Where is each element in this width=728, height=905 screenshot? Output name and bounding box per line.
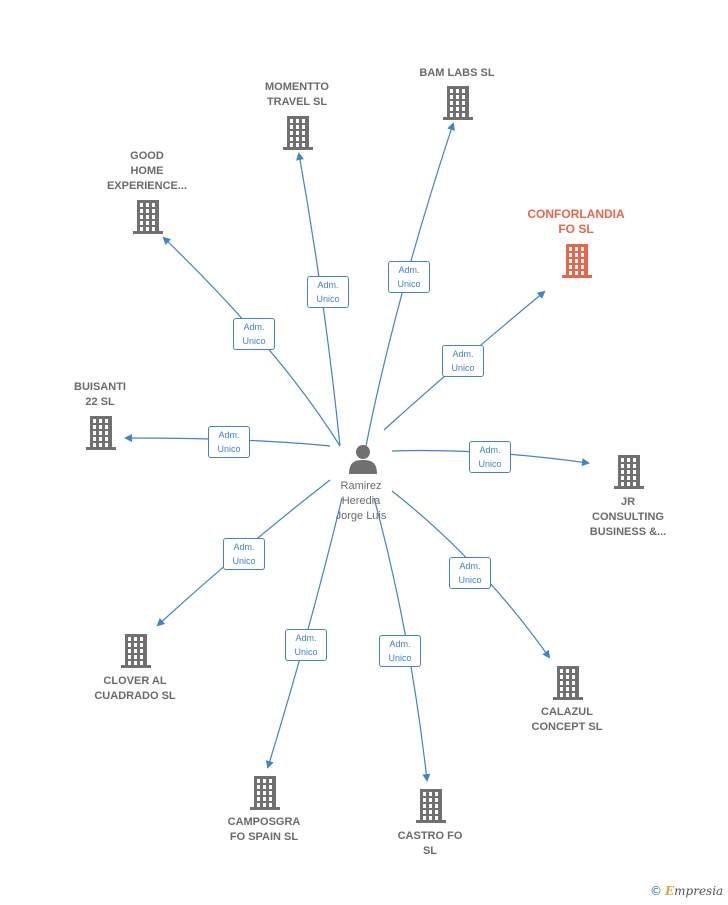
company-label-camposgrafo[interactable]: CAMPOSGRA FO SPAIN SL — [228, 815, 301, 845]
role-badge-good-home[interactable]: Adm. Unico — [233, 318, 275, 350]
building-icon[interactable] — [614, 455, 644, 489]
company-name-line: CLOVER AL — [103, 675, 167, 687]
role-text: Unico — [217, 444, 241, 454]
center-name-line: Jorge Luis — [335, 510, 387, 522]
role-text: Adm. — [479, 445, 501, 455]
role-text: Adm. — [218, 430, 240, 440]
role-text: Adm. — [233, 542, 255, 552]
role-text: Unico — [397, 279, 421, 289]
company-name-line: FO SL — [558, 222, 594, 236]
role-badge-camposgrafo[interactable]: Adm. Unico — [285, 629, 327, 661]
company-name-line: EXPERIENCE... — [106, 180, 188, 192]
building-icon[interactable] — [416, 789, 446, 823]
company-name-line: MOMENTTO — [265, 81, 329, 93]
company-label-good-home[interactable]: GOOD HOME EXPERIENCE... — [107, 149, 187, 194]
role-text: Adm. — [452, 349, 474, 359]
role-text: Unico — [478, 459, 502, 469]
role-text: Adm. — [398, 265, 420, 275]
company-label-clover[interactable]: CLOVER AL CUADRADO SL — [94, 674, 175, 704]
role-text: Adm. — [317, 280, 339, 290]
company-label-buisanti[interactable]: BUISANTI 22 SL — [74, 380, 126, 410]
copyright-icon: © — [650, 884, 662, 898]
brand-initial: E — [665, 884, 675, 898]
role-text: Adm. — [459, 561, 481, 571]
empresia-brand[interactable]: ©Empresia — [650, 884, 723, 898]
person-icon — [349, 445, 377, 474]
role-text: Unico — [232, 556, 256, 566]
center-person-name[interactable]: Ramirez Heredia Jorge Luis — [336, 479, 387, 524]
company-name-line: HOME — [130, 165, 164, 177]
building-icon[interactable] — [121, 634, 151, 668]
company-name-line: BUISANTI — [74, 381, 126, 393]
role-badge-conforlandia[interactable]: Adm. Unico — [442, 345, 484, 377]
role-text: Unico — [242, 336, 266, 346]
role-badge-bam-labs[interactable]: Adm. Unico — [388, 261, 430, 293]
brand-name: mpresia — [674, 884, 724, 898]
role-badge-calazul[interactable]: Adm. Unico — [449, 557, 491, 589]
company-name-line: JR — [620, 496, 636, 508]
company-label-bam-labs[interactable]: BAM LABS SL — [419, 66, 494, 81]
company-label-calazul[interactable]: CALAZUL CONCEPT SL — [532, 705, 603, 735]
role-badge-buisanti[interactable]: Adm. Unico — [208, 426, 250, 458]
role-badge-castro-fo[interactable]: Adm. Unico — [379, 635, 421, 667]
role-text: Unico — [316, 294, 340, 304]
edge-castro-fo — [373, 497, 431, 782]
role-badge-clover[interactable]: Adm. Unico — [223, 538, 265, 570]
center-name-line: Ramirez — [340, 480, 382, 492]
building-icon[interactable] — [86, 416, 116, 450]
role-text: Adm. — [389, 639, 411, 649]
company-name-line: CAMPOSGRA — [227, 816, 301, 828]
company-name-line: GOOD — [130, 150, 164, 162]
role-badge-jr-consulting[interactable]: Adm. Unico — [469, 441, 511, 473]
company-label-momentto[interactable]: MOMENTTO TRAVEL SL — [265, 80, 329, 110]
role-text: Adm. — [243, 322, 265, 332]
role-text: Adm. — [295, 633, 317, 643]
company-name-line: 22 SL — [85, 396, 115, 408]
role-text: Unico — [294, 647, 318, 657]
company-name-line: CONSULTING — [592, 511, 664, 523]
company-name-line: CONCEPT SL — [531, 721, 603, 733]
building-icon[interactable] — [443, 86, 473, 120]
company-name-line: CALAZUL — [541, 706, 593, 718]
company-name-line: CUADRADO SL — [94, 690, 176, 702]
building-icon[interactable] — [250, 776, 280, 810]
company-name-line: TRAVEL SL — [266, 96, 328, 108]
building-icon[interactable] — [553, 666, 583, 700]
building-icon[interactable] — [283, 116, 313, 150]
company-label-castro-fo[interactable]: CASTRO FO SL — [398, 829, 463, 859]
company-label-jr-consulting[interactable]: JR CONSULTING BUSINESS &... — [590, 495, 666, 540]
company-name-line: BAM LABS SL — [419, 67, 495, 79]
role-badge-momentto[interactable]: Adm. Unico — [307, 276, 349, 308]
role-text: Unico — [458, 575, 482, 585]
building-icon[interactable] — [133, 200, 163, 234]
role-text: Unico — [388, 653, 412, 663]
company-name-line: FO SPAIN SL — [229, 831, 299, 843]
building-icon[interactable] — [562, 244, 592, 278]
company-name-line: SL — [422, 845, 438, 857]
company-name-line: BUSINESS &... — [589, 526, 667, 538]
company-name-line: CONFORLANDIA — [527, 207, 625, 221]
center-name-line: Heredia — [341, 495, 381, 507]
company-name-line: CASTRO FO — [397, 830, 463, 842]
role-text: Unico — [451, 363, 475, 373]
